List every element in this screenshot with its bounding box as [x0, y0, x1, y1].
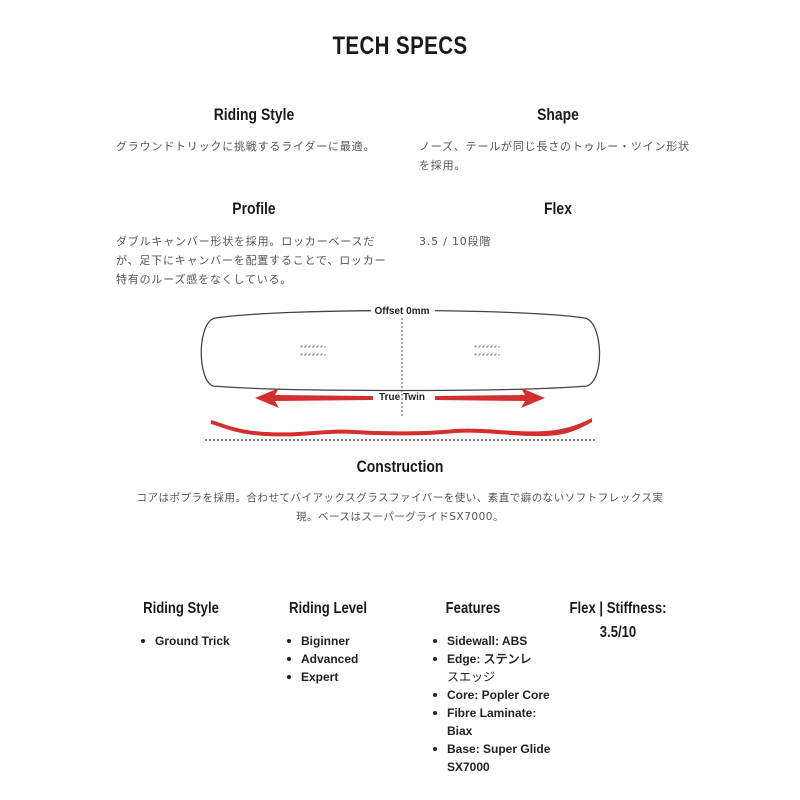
- summary-features-list: Sidewall: ABS Edge: ステンレスエッジ Core: Pople…: [433, 632, 553, 776]
- feature-text: SX7000: [447, 760, 490, 774]
- shape-text: ノーズ、テールが同じ長さのトゥルー・ツイン形状 を採用。: [419, 137, 719, 175]
- profile-text: ダブルキャンバー形状を採用。ロッカーベースだ が、足下にキャンバーを配置すること…: [116, 232, 406, 289]
- arrow-left: [255, 388, 373, 408]
- true-twin-label: True Twin: [379, 392, 425, 403]
- feature-text: スエッジ: [447, 670, 496, 684]
- summary-riding-style-list: Ground Trick: [141, 632, 261, 650]
- shape-text-line: を採用。: [419, 159, 467, 172]
- list-item: Core: Popler Core: [433, 686, 553, 704]
- construction-text-line: 現。ベースはスーパーグライドSX7000。: [296, 511, 504, 523]
- binding-inserts-right: [474, 345, 500, 356]
- list-item: Advanced: [287, 650, 397, 668]
- list-item: Sidewall: ABS: [433, 632, 553, 650]
- list-item: Expert: [287, 668, 397, 686]
- profile-text-line: ダブルキャンバー形状を採用。ロッカーベースだ: [116, 235, 376, 248]
- summary-riding-style-heading: Riding Style: [143, 600, 219, 617]
- profile-text-line: が、足下にキャンバーを配置することで、ロッカー: [116, 254, 387, 267]
- construction-text: コアはポプラを採用。合わせてバイアックスグラスファイバーを使い、素直で癖のないソ…: [100, 489, 700, 527]
- arrow-right: [435, 388, 545, 408]
- list-item: Ground Trick: [141, 632, 261, 650]
- feature-text: Biax: [447, 724, 473, 738]
- construction-heading: Construction: [356, 457, 444, 476]
- riding-style-heading: Riding Style: [213, 105, 295, 124]
- shape-heading: Shape: [537, 105, 579, 124]
- binding-inserts-left: [300, 345, 326, 356]
- profile-text-line: 特有のルーズ感をなくしている。: [116, 273, 293, 286]
- profile-heading: Profile: [232, 199, 276, 218]
- summary-flex-value: 3.5/10: [599, 624, 637, 641]
- riding-style-text: グラウンドトリックに挑戦するライダーに最適。: [116, 140, 376, 153]
- summary-features-heading: Features: [445, 600, 501, 617]
- list-item: Fibre Laminate: Biax: [433, 704, 553, 740]
- board-outline: [200, 309, 601, 392]
- board-side-profile: [211, 418, 592, 437]
- feature-text: Edge: ステンレ: [447, 652, 532, 666]
- board-diagram: [200, 306, 601, 441]
- feature-text: Fibre Laminate:: [447, 706, 537, 720]
- feature-text: Base: Super Glide: [447, 742, 551, 756]
- page-title: TECH SPECS: [332, 32, 468, 60]
- list-item: Biginner: [287, 632, 397, 650]
- offset-label: Offset 0mm: [374, 306, 430, 317]
- summary-riding-level-heading: Riding Level: [288, 600, 368, 617]
- shape-text-line: ノーズ、テールが同じ長さのトゥルー・ツイン形状: [419, 140, 690, 153]
- summary-flex-heading: Flex | Stiffness:: [569, 600, 667, 617]
- flex-text: 3.5 / 10段階: [419, 235, 492, 248]
- summary-riding-level-list: Biginner Advanced Expert: [287, 632, 397, 686]
- feature-text: Core: Popler Core: [447, 688, 550, 702]
- feature-text: Sidewall: ABS: [447, 634, 528, 648]
- construction-text-line: コアはポプラを採用。合わせてバイアックスグラスファイバーを使い、素直で癖のないソ…: [136, 492, 664, 504]
- flex-heading: Flex: [544, 199, 572, 218]
- list-item: Edge: ステンレスエッジ: [433, 650, 553, 686]
